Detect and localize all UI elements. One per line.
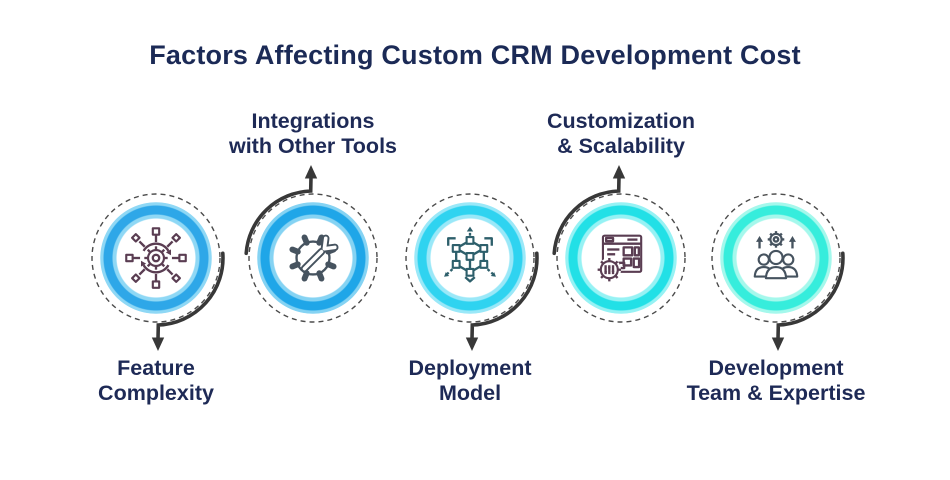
page-title: Factors Affecting Custom CRM Development… bbox=[149, 40, 801, 70]
arrow-arc-down bbox=[91, 193, 225, 351]
factor-label: Development Team & Expertise bbox=[686, 356, 866, 405]
factor-feature-complexity: Feature Complexity bbox=[46, 0, 266, 480]
arrow-arc-up bbox=[552, 165, 686, 323]
deployment-cube-network-icon bbox=[444, 226, 496, 283]
customization-window-gear-icon bbox=[597, 234, 643, 282]
team-expertise-icon bbox=[753, 231, 799, 280]
arrow-arc-down bbox=[405, 193, 539, 351]
factor-label: Integrations with Other Tools bbox=[228, 109, 397, 158]
integrations-gear-wrench-icon bbox=[289, 234, 339, 282]
factor-development-team: Development Team & Expertise bbox=[666, 0, 886, 480]
factor-label: Customization & Scalability bbox=[546, 109, 696, 158]
factor-deployment-model: Deployment Model bbox=[360, 0, 580, 480]
factor-label: Feature Complexity bbox=[98, 356, 214, 405]
factor-customization-scalability: Customization & Scalability bbox=[511, 0, 731, 480]
arrow-arc-up bbox=[244, 165, 378, 323]
arrow-arc-down bbox=[711, 193, 845, 351]
factor-integrations: Integrations with Other Tools bbox=[203, 0, 423, 480]
feature-complexity-icon bbox=[125, 227, 187, 289]
factor-label: Deployment Model bbox=[408, 356, 532, 405]
